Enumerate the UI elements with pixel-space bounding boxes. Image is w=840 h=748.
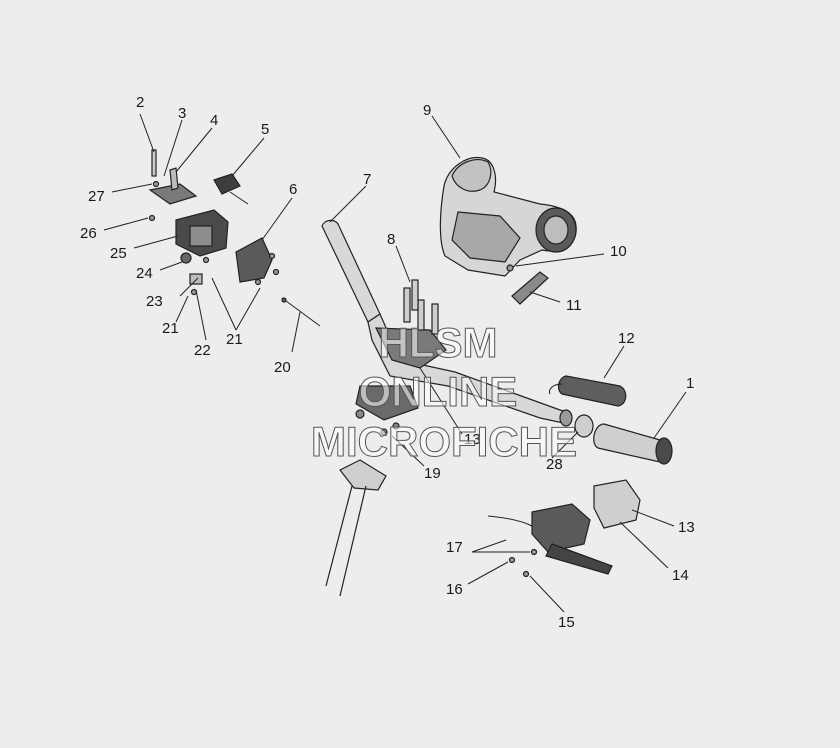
right-grip-part — [593, 423, 673, 465]
callout-24: 24 — [136, 265, 153, 282]
switch-5-part — [213, 173, 249, 205]
callout-7: 7 — [363, 171, 371, 188]
callout-22: 22 — [194, 342, 211, 359]
callout-1: 1 — [686, 375, 694, 392]
callout-19: 19 — [424, 465, 441, 482]
handlebar-part — [321, 219, 573, 427]
callout-11: 11 — [566, 297, 582, 314]
watermark-line-3: MICROFICHE — [311, 418, 577, 465]
callout-21-left: 21 — [162, 320, 179, 337]
callout-26: 26 — [80, 225, 97, 242]
throttle-housing-part — [235, 237, 280, 286]
callout-6: 6 — [289, 181, 297, 198]
headlight-pod-part — [439, 157, 577, 277]
callout-8: 8 — [387, 231, 395, 248]
watermark-logo: HLSM ONLINE MICROFICHE — [311, 319, 578, 466]
left-grip-part — [549, 375, 627, 407]
callout-10: 10 — [610, 243, 627, 260]
callout-5: 5 — [261, 121, 269, 138]
callout-27: 27 — [88, 188, 105, 205]
callout-13-master-cylinder: 13 — [678, 519, 695, 536]
cable-tie-part — [511, 271, 549, 305]
callout-28: 28 — [546, 456, 563, 473]
watermark-line-1: HLSM — [379, 319, 498, 366]
callout-23: 23 — [146, 293, 163, 310]
grip-end-plug-part — [574, 414, 594, 438]
switch-housing-part — [175, 209, 229, 257]
callout-21-right: 21 — [226, 331, 243, 348]
callout-15: 15 — [558, 614, 575, 631]
callout-13-clamp: 13 — [464, 431, 481, 448]
handlebar-clamp-part — [355, 279, 447, 436]
callout-9: 9 — [423, 102, 431, 119]
steering-post-part — [325, 459, 387, 597]
callout-14: 14 — [672, 567, 689, 584]
throttle-cable-part — [281, 297, 321, 327]
screw-10-part — [506, 264, 514, 272]
small-fasteners-part — [148, 180, 210, 296]
callout-12: 12 — [618, 330, 635, 347]
callout-16: 16 — [446, 581, 463, 598]
callout-4: 4 — [210, 112, 218, 129]
callout-3: 3 — [178, 105, 186, 122]
switch-bracket-part — [148, 149, 198, 205]
master-cylinder-part — [487, 479, 641, 578]
leader-lines — [103, 113, 687, 613]
callout-25: 25 — [110, 245, 127, 262]
callout-17: 17 — [446, 539, 463, 556]
callout-2: 2 — [136, 94, 144, 111]
watermark-line-2: ONLINE — [359, 368, 518, 415]
callout-20: 20 — [274, 359, 291, 376]
